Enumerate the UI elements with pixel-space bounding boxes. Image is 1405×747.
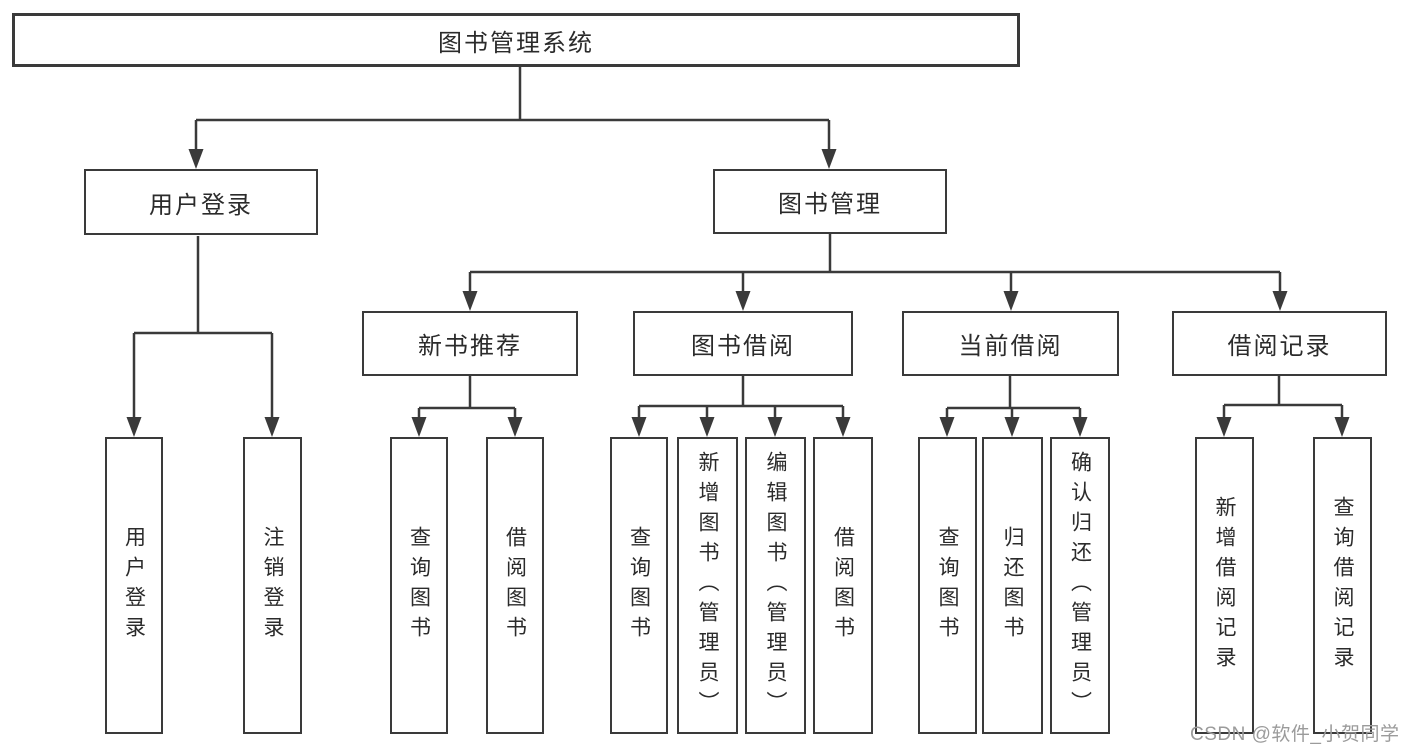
node-label: 图书管理系统 [438, 29, 594, 57]
arrowhead-icon [767, 417, 783, 437]
node-label: 编辑图书（管理员） [764, 450, 787, 721]
leaf-borrow-books-recommend: 借阅图书 [486, 437, 544, 734]
node-label: 借阅图书 [503, 525, 527, 646]
arrowhead-icon [1072, 417, 1088, 437]
arrowhead-icon [462, 291, 478, 311]
leaf-confirm-return-admin: 确认归还（管理员） [1050, 437, 1110, 734]
node-label: 查询图书 [407, 525, 431, 646]
leaf-query-borrow-record: 查询借阅记录 [1313, 437, 1372, 734]
node-book-borrowing: 图书借阅 [633, 311, 853, 376]
node-label: 新增借阅记录 [1213, 495, 1236, 676]
node-label: 归还图书 [1001, 525, 1024, 646]
node-current-borrowing: 当前借阅 [902, 311, 1119, 376]
leaf-return-book: 归还图书 [982, 437, 1043, 734]
node-label: 查询图书 [627, 525, 651, 646]
arrowhead-icon [699, 417, 715, 437]
node-label: 查询借阅记录 [1331, 495, 1354, 676]
node-new-book-recommendation: 新书推荐 [362, 311, 578, 376]
arrowhead-icon [821, 149, 837, 169]
tree-edges [132, 67, 1344, 424]
arrowhead-icon [411, 417, 427, 437]
node-label: 新增图书（管理员） [696, 450, 719, 721]
arrowhead-icon [631, 417, 647, 437]
arrowhead-icon [939, 417, 955, 437]
arrowhead-icon [507, 417, 523, 437]
leaf-query-books-borrowing: 查询图书 [610, 437, 668, 734]
arrowhead-icon [126, 417, 142, 437]
leaf-borrow-books: 借阅图书 [813, 437, 873, 734]
leaf-user-login: 用户登录 [105, 437, 163, 734]
arrowhead-icon [264, 417, 280, 437]
node-label: 新书推荐 [418, 333, 522, 360]
leaf-query-books-current: 查询图书 [918, 437, 977, 734]
node-label: 用户登录 [122, 525, 146, 646]
arrowhead-icon [1334, 417, 1350, 437]
node-label: 图书借阅 [691, 333, 795, 360]
arrowhead-icon [188, 149, 204, 169]
node-label: 当前借阅 [958, 333, 1063, 360]
leaf-logout: 注销登录 [243, 437, 302, 734]
arrowheads [126, 149, 1350, 437]
node-library-management-system: 图书管理系统 [12, 13, 1020, 67]
leaf-add-borrow-record: 新增借阅记录 [1195, 437, 1254, 734]
arrowhead-icon [1272, 291, 1288, 311]
arrowhead-icon [835, 417, 851, 437]
node-user-login: 用户登录 [84, 169, 318, 235]
leaf-edit-book-admin: 编辑图书（管理员） [745, 437, 806, 734]
leaf-add-book-admin: 新增图书（管理员） [677, 437, 738, 734]
node-label: 借阅记录 [1227, 333, 1332, 360]
node-label: 借阅图书 [831, 525, 855, 646]
leaf-query-books-recommend: 查询图书 [390, 437, 448, 734]
node-label: 注销登录 [261, 525, 284, 646]
node-label: 查询图书 [936, 525, 959, 646]
node-label: 确认归还（管理员） [1068, 450, 1092, 721]
node-borrowing-records: 借阅记录 [1172, 311, 1387, 376]
watermark: CSDN @软件_小贺同学 [1190, 724, 1400, 745]
node-label: 图书管理 [778, 191, 882, 218]
arrowhead-icon [735, 291, 751, 311]
arrowhead-icon [1216, 417, 1232, 437]
arrowhead-icon [1003, 291, 1019, 311]
arrowhead-icon [1004, 417, 1020, 437]
node-label: 用户登录 [149, 191, 253, 219]
node-book-management: 图书管理 [713, 169, 947, 234]
